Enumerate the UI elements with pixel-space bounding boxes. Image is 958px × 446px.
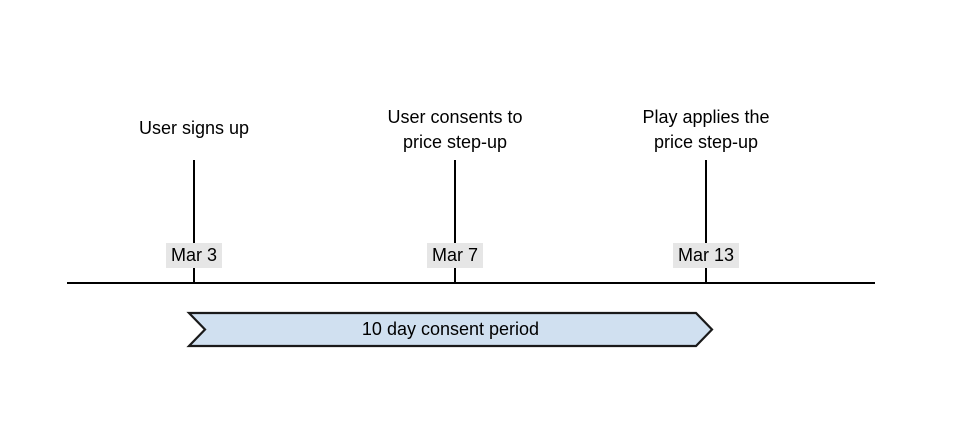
consent-period-banner: 10 day consent period [186,311,714,348]
event-tick-user-consents [454,160,456,283]
date-badge-mar-7: Mar 7 [426,243,484,268]
event-tick-play-applies [705,160,707,283]
date-badge-mar-3: Mar 3 [165,243,223,268]
event-label-user-signs-up: User signs up [139,116,249,141]
event-label-line-2: price step-up [653,132,759,152]
event-tick-user-signs-up [193,160,195,283]
timeline-axis [67,282,875,284]
date-badge-mar-13: Mar 13 [672,243,740,268]
consent-period-banner-shape [186,311,714,348]
event-label-user-consents: User consents to price step-up [387,105,522,155]
event-label-line-1: User consents to [387,107,523,127]
event-label-line-2: price step-up [402,132,508,152]
event-label-line-1: User signs up [138,118,250,138]
chevron-arrow-icon [186,311,714,348]
event-label-line-1: Play applies the [642,107,770,127]
event-label-play-applies: Play applies the price step-up [642,105,769,155]
